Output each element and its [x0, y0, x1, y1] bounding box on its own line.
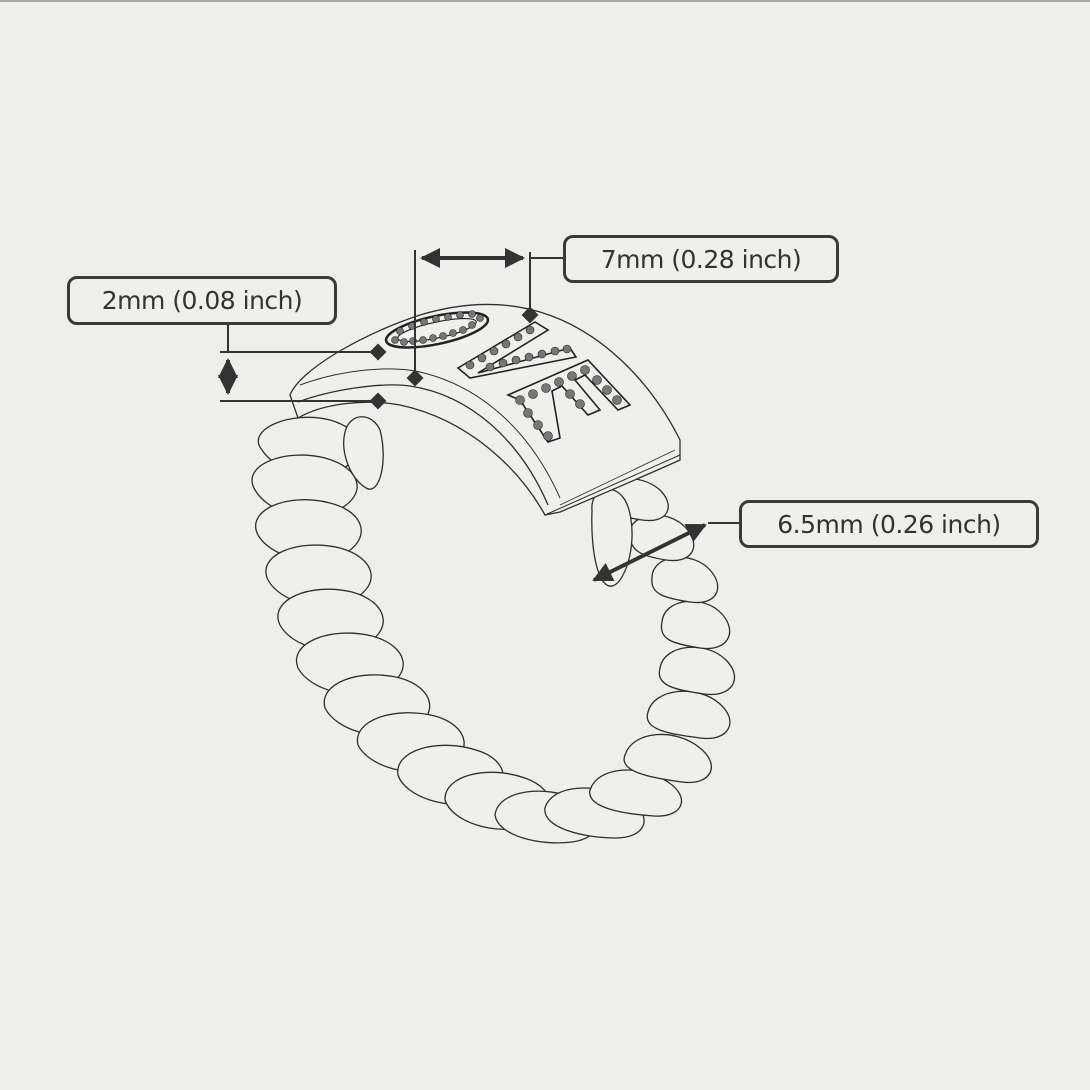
love-letters	[384, 310, 632, 443]
top-width-dimension-label: 7mm (0.28 inch)	[563, 235, 839, 283]
top-plate	[289, 303, 681, 516]
dimension-thickness	[218, 325, 387, 410]
chain-links	[251, 416, 736, 844]
thickness-dimension-label: 2mm (0.08 inch)	[67, 276, 337, 325]
dimension-top-width	[406, 248, 565, 387]
dimension-band-width	[592, 522, 740, 582]
top-border	[0, 0, 1090, 2]
band-width-dimension-label: 6.5mm (0.26 inch)	[739, 500, 1039, 548]
